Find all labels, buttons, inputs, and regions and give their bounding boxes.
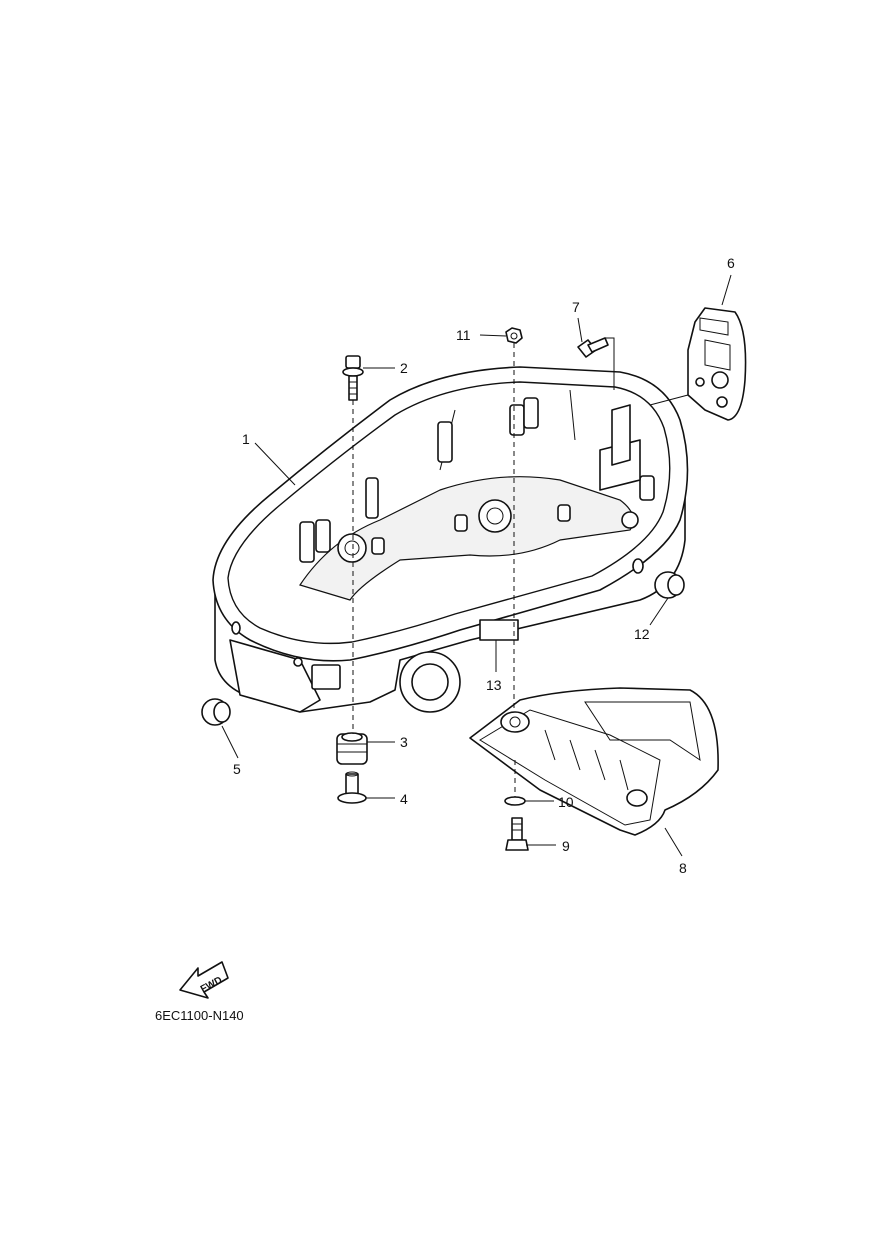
nut-11 (505, 327, 523, 344)
plug-5 (201, 698, 231, 726)
callout-13: 13 (486, 677, 502, 693)
callout-4: 4 (400, 791, 408, 807)
screw-7 (577, 337, 609, 358)
leader-lines (221, 274, 732, 857)
callout-7: 7 (572, 299, 580, 315)
part-code: 6EC1100-N140 (155, 1008, 244, 1023)
callout-3: 3 (400, 734, 408, 750)
plug-12 (654, 571, 685, 599)
alignment-lines (352, 337, 615, 797)
bolt-9 (505, 817, 529, 851)
bottom-cowling (212, 366, 689, 713)
callout-1: 1 (242, 431, 250, 447)
callout-9: 9 (562, 838, 570, 854)
washer-10 (504, 796, 526, 806)
callouts: 1 2 3 4 5 6 7 8 9 10 11 12 13 (233, 255, 735, 876)
bracket-part (687, 307, 747, 421)
callout-10: 10 (558, 794, 574, 810)
callout-5: 5 (233, 761, 241, 777)
callout-11: 11 (456, 327, 471, 343)
mount-bracket-8 (469, 687, 719, 836)
callout-12: 12 (634, 626, 650, 642)
callout-8: 8 (679, 860, 687, 876)
callout-6: 6 (727, 255, 735, 271)
grommet-3 (336, 732, 368, 765)
bolt-2 (342, 355, 364, 401)
callout-2: 2 (400, 360, 408, 376)
collar-4 (337, 771, 367, 804)
fwd-arrow-icon: FWD (179, 961, 229, 999)
